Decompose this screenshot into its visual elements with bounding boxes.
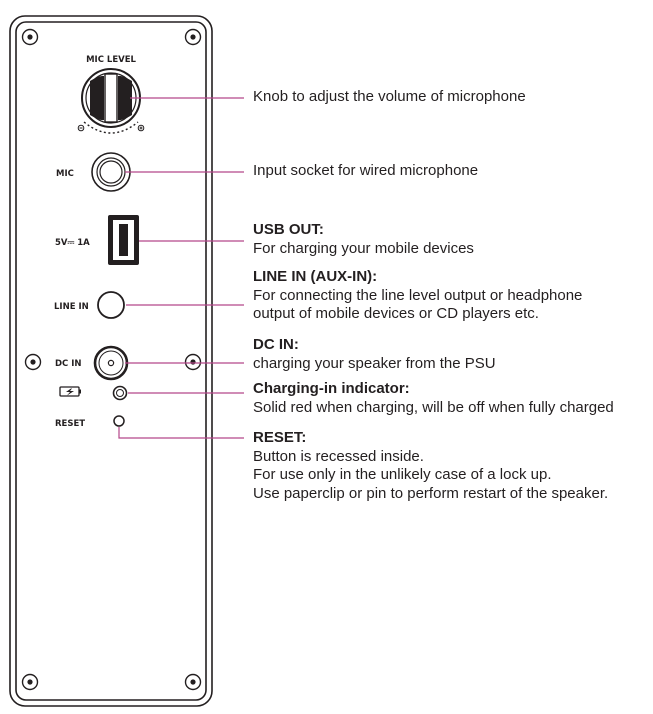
line-in-label: LINE IN <box>54 302 89 312</box>
reset-label: RESET <box>55 419 85 429</box>
mic-level-label: MIC LEVEL <box>86 55 136 65</box>
mic-level-knob[interactable] <box>81 68 141 134</box>
callout-title: RESET: <box>253 429 307 446</box>
callout-text: Use paperclip or pin to perform restart … <box>253 484 609 502</box>
screw-icon <box>184 353 202 371</box>
mic-label: MIC <box>56 169 74 179</box>
callout-dc-in: DC IN: charging your speaker from the PS… <box>253 336 496 373</box>
dc-in-socket[interactable] <box>93 345 129 381</box>
minus-icon <box>77 124 85 132</box>
mic-input-socket[interactable] <box>91 152 131 192</box>
callout-title: LINE IN (AUX-IN): <box>253 268 378 285</box>
callout-text: output of mobile devices or CD players e… <box>253 305 539 322</box>
usb-output-rating-label: 5V⎓ 1A <box>55 238 90 248</box>
usb-out-port[interactable] <box>108 215 139 265</box>
dc-in-label: DC IN <box>55 359 82 369</box>
panel-outer-frame <box>9 15 213 707</box>
callout-text: Button is recessed inside. <box>253 447 424 465</box>
callout-text: charging your speaker from the PSU <box>253 354 496 372</box>
callout-text: Knob to adjust the volume of microphone <box>253 88 526 105</box>
callout-title: Charging-in indicator: <box>253 380 410 397</box>
callout-charging-indicator: Charging-in indicator: Solid red when ch… <box>253 380 614 417</box>
callout-title: USB OUT: <box>253 221 324 238</box>
callout-text: For charging your mobile devices <box>253 239 474 257</box>
reset-button-hole[interactable] <box>113 415 125 427</box>
leader-lines <box>118 97 244 439</box>
callout-text: For connecting the line level output or … <box>253 286 583 304</box>
plus-icon <box>137 124 145 132</box>
callout-mic-socket: Input socket for wired microphone <box>253 162 478 181</box>
charging-battery-icon <box>59 386 81 397</box>
callout-title: DC IN: <box>253 336 299 353</box>
screw-icon <box>21 673 39 691</box>
screw-icon <box>184 673 202 691</box>
callout-line-in: LINE IN (AUX-IN): For connecting the lin… <box>253 268 582 324</box>
callout-text: For use only in the unlikely case of a l… <box>253 466 552 483</box>
callout-mic-level-knob: Knob to adjust the volume of microphone <box>253 88 526 107</box>
screw-icon <box>184 28 202 46</box>
callout-text: Solid red when charging, will be off whe… <box>253 398 614 416</box>
screw-icon <box>21 28 39 46</box>
charging-indicator-led <box>112 385 128 401</box>
leader-line-reset <box>118 427 244 439</box>
callout-usb-out: USB OUT: For charging your mobile device… <box>253 221 474 258</box>
line-in-socket[interactable] <box>97 291 125 319</box>
callout-reset: RESET: Button is recessed inside. For us… <box>253 429 608 503</box>
screw-icon <box>24 353 42 371</box>
panel-inner-frame <box>15 21 207 701</box>
callout-text: Input socket for wired microphone <box>253 162 479 179</box>
